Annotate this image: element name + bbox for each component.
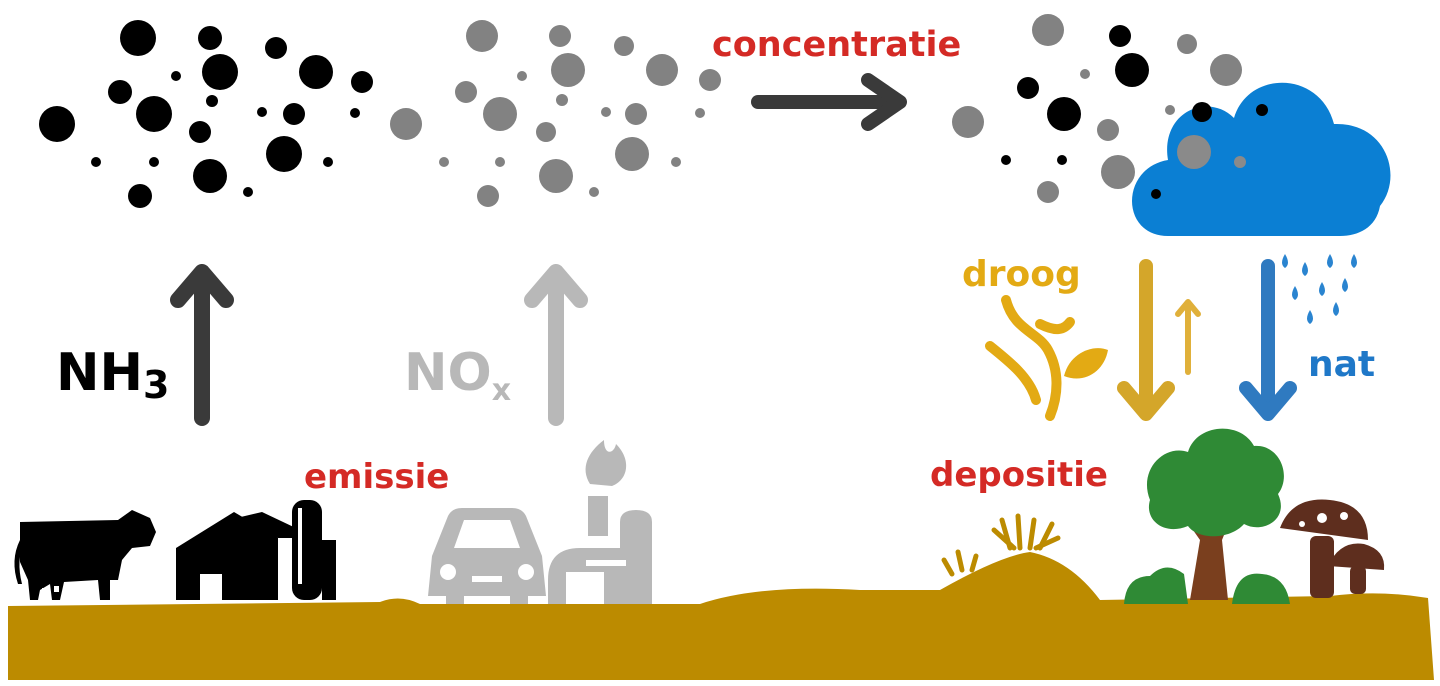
leaf-icon bbox=[1064, 348, 1108, 379]
wet-deposition-arrow bbox=[1239, 259, 1297, 421]
mushroom-icon bbox=[1280, 499, 1385, 598]
raindrop-icon bbox=[1282, 254, 1357, 324]
cloud-icon bbox=[1132, 82, 1391, 236]
emission-label: emissie bbox=[304, 457, 449, 497]
car-icon bbox=[428, 508, 546, 604]
concentrated-particles bbox=[952, 14, 1242, 203]
nox-particle-cloud bbox=[390, 20, 721, 207]
dry-deposition-arrow-down bbox=[1117, 259, 1175, 421]
nox-emission-arrow bbox=[524, 264, 588, 426]
deposition-label: depositie bbox=[930, 455, 1108, 495]
ground bbox=[8, 552, 1434, 680]
nh3-label-base: NH bbox=[56, 343, 143, 403]
wet-label: nat bbox=[1308, 344, 1375, 385]
concentration-arrow bbox=[751, 73, 907, 131]
concentration-label: concentratie bbox=[712, 25, 961, 65]
factory-details bbox=[566, 560, 626, 604]
mushroom-spots bbox=[1299, 512, 1348, 527]
nh3-particle-cloud bbox=[39, 20, 373, 208]
dry-deposition-arrow-up bbox=[1175, 299, 1201, 375]
wind-swirl-icon bbox=[985, 295, 1075, 421]
nox-label-subscript: x bbox=[492, 373, 511, 408]
cow-icon bbox=[14, 510, 156, 600]
barn-door bbox=[200, 508, 302, 600]
cow-spots bbox=[42, 586, 59, 594]
car-details bbox=[440, 520, 534, 582]
nh3-label: NH3 bbox=[56, 343, 170, 407]
nh3-emission-arrow bbox=[170, 264, 234, 426]
nox-label-base: NO bbox=[404, 343, 492, 403]
dry-label: droog bbox=[962, 254, 1081, 295]
tree-icon bbox=[1124, 428, 1290, 604]
grass-icon bbox=[941, 513, 1061, 577]
nh3-label-subscript: 3 bbox=[143, 363, 169, 407]
nox-label: NOx bbox=[404, 343, 511, 408]
